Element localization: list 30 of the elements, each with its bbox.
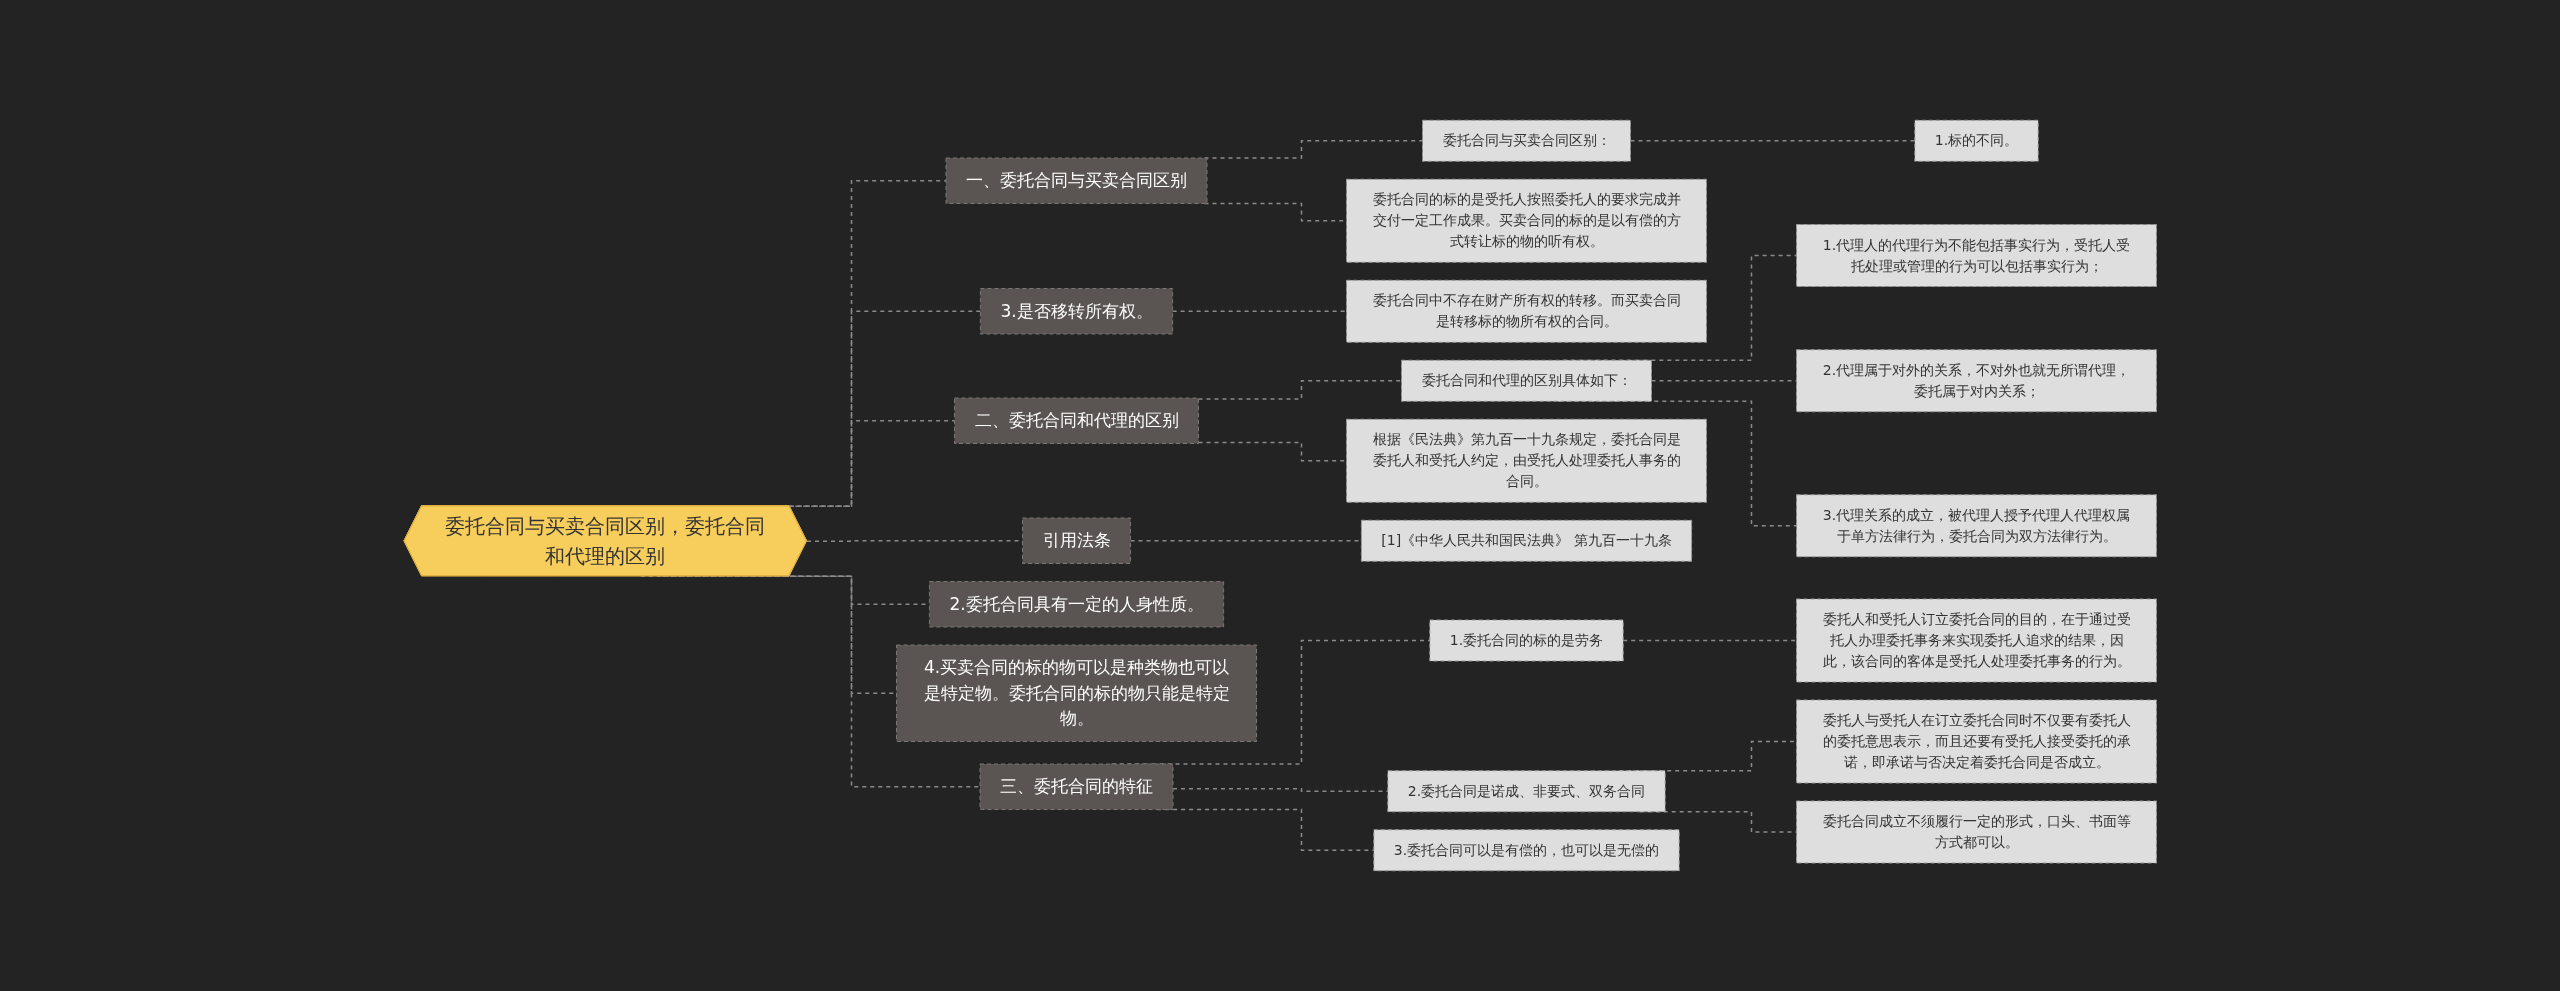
node-box: [1]《中华人民共和国民法典》 第九百一十九条 bbox=[1360, 519, 1692, 562]
node-box: 引用法条 bbox=[1021, 517, 1131, 564]
node-box: 3.代理关系的成立，被代理人授予代理人代理权属于单方法律行为，委托合同为双方法律行为。 bbox=[1795, 494, 2157, 558]
node-box: 委托人和受托人订立委托合同的目的，在于通过受托人办理委托事务来实现委托人追求的结果，因此，该合同的客体是受托人处理委托事务的行为。 bbox=[1795, 598, 2157, 683]
node-box: 委托合同和代理的区别具体如下： bbox=[1400, 359, 1652, 402]
connector bbox=[1129, 540, 1362, 542]
node-box: 三、委托合同的特征 bbox=[979, 763, 1174, 810]
node-box: 1.委托合同的标的是劳务 bbox=[1429, 619, 1624, 662]
node-box: 1.标的不同。 bbox=[1914, 119, 2039, 162]
node-box: 2.委托合同是诺成、非要式、双务合同 bbox=[1387, 770, 1666, 813]
node-box: 2.委托合同具有一定的人身性质。 bbox=[928, 581, 1224, 628]
node-box: 委托人与受托人在订立委托合同时不仅要有委托人的委托意思表示，而且还要有受托人接受委托的承诺，即承诺与否决定着委托合同是否成立。 bbox=[1795, 699, 2157, 784]
node-box: 委托合同与买卖合同区别： bbox=[1421, 119, 1631, 162]
node-box: 1.代理人的代理行为不能包括事实行为，受托人受托处理或管理的行为可以包括事实行为； bbox=[1795, 224, 2157, 287]
connector bbox=[1197, 380, 1402, 400]
node-box: 委托合同的标的是受托人按照委托人的要求完成并交付一定工作成果。买卖合同的标的是以有偿的方式转让标的物的听有权。 bbox=[1345, 178, 1707, 263]
connector bbox=[1197, 441, 1347, 462]
node-box: 根据《民法典》第九百一十九条规定，委托合同是委托人和受托人约定，由受托人处理委托人事务的合同。 bbox=[1345, 418, 1707, 503]
node-box: 2.代理属于对外的关系，不对外也就无所谓代理，委托属于对内关系； bbox=[1795, 349, 2157, 413]
node-box: 二、委托合同和代理的区别 bbox=[953, 397, 1199, 444]
connector bbox=[1622, 639, 1797, 642]
node-box: 一、委托合同与买卖合同区别 bbox=[945, 157, 1208, 204]
connector bbox=[1171, 310, 1347, 312]
node-box: 3.是否移转所有权。 bbox=[979, 288, 1173, 335]
connector bbox=[1629, 140, 1916, 142]
connector bbox=[1203, 140, 1423, 159]
node-box: 3.委托合同可以是有偿的，也可以是无偿的 bbox=[1373, 829, 1680, 872]
node-box: 4.买卖合同的标的物可以是种类物也可以是特定物。委托合同的标的物只能是特定物。 bbox=[895, 644, 1257, 742]
node-box: 委托合同成立不须履行一定的形式，口头、书面等方式都可以。 bbox=[1795, 800, 2157, 864]
node-box: 委托合同中不存在财产所有权的转移。而买卖合同是转移标的物所有权的合同。 bbox=[1345, 279, 1707, 343]
